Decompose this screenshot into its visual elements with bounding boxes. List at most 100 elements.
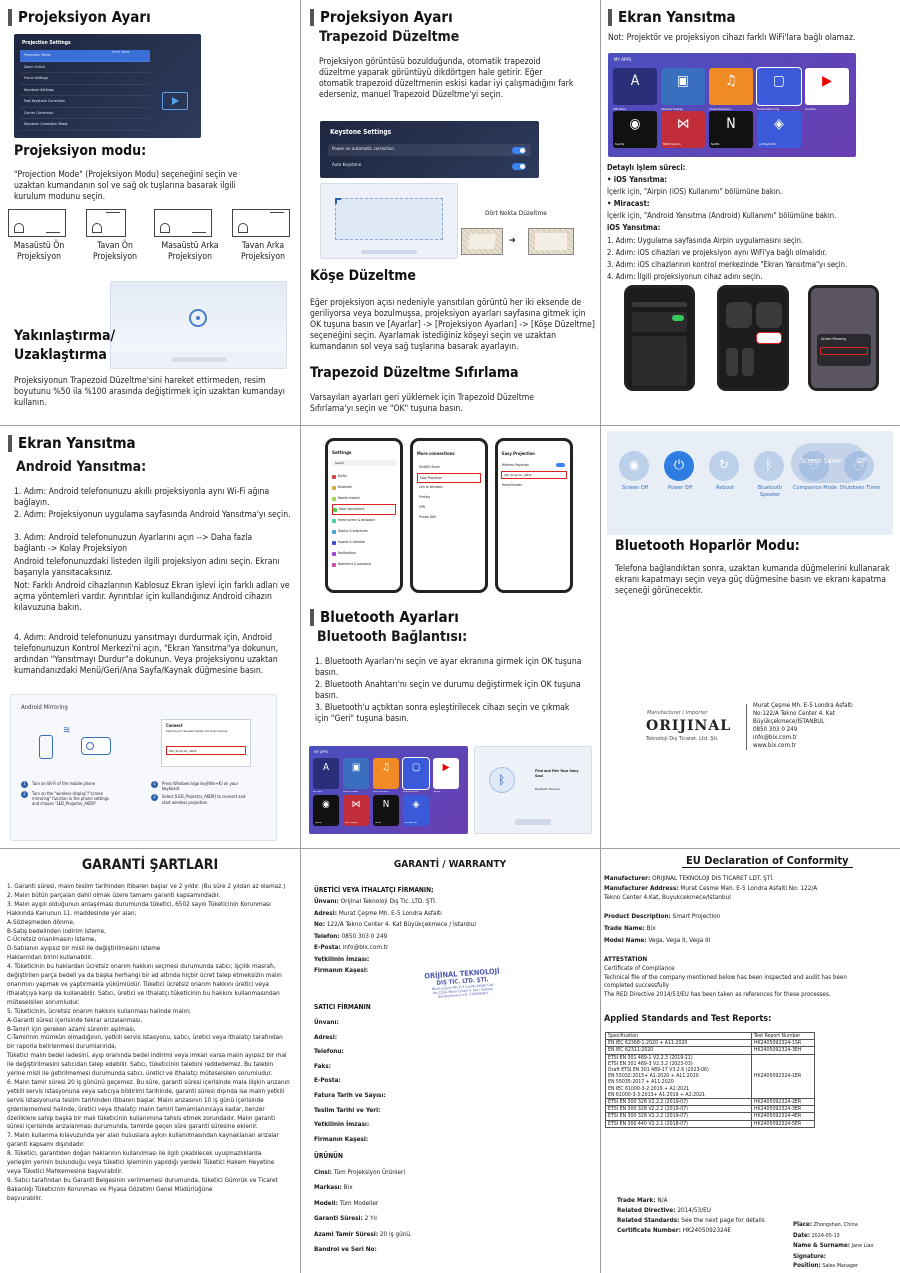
manufacturer-info: Manufacturer: ORIJINAL TEKNOLOJI DIS TIC…: [604, 874, 818, 901]
phone-list-item[interactable]: HUAWEI Share: [419, 465, 440, 469]
menu-item[interactable]: Zoom In/Out: [20, 62, 150, 73]
power-menu-button[interactable]: ◷Shutdown Timer: [839, 447, 881, 527]
menu-item[interactable]: Fast Keystone Correction: [20, 96, 150, 108]
product-info: Product Description: Smart Projection Tr…: [604, 912, 721, 944]
address-line: www.bix.com.tr: [753, 742, 797, 750]
app-tile[interactable]: ⋈NPR Projector: [343, 795, 369, 826]
app-icon: ◈: [774, 116, 784, 133]
app-tile[interactable]: ◈AirPlayDLNA: [757, 111, 801, 148]
mode-option: Tavan Ön Projeksiyon: [84, 209, 154, 275]
address-line: Murat Çeşme Mh. E-5 Londra Asfaltı: [753, 702, 853, 709]
report-cell: HK2405092324-5ER: [751, 1119, 815, 1128]
warranty-line: 7. Malın kullanma kılavuzunda yer alan h…: [7, 1131, 279, 1140]
mode-label: Masaüstü Ön Projeksiyon: [13, 241, 65, 262]
bluetooth-step: 2. Bluetooth Anahtarı'nı seçin ve durumu…: [315, 680, 581, 701]
app-label: Wireless Display: [661, 107, 684, 111]
app-icon: ◈: [412, 799, 420, 811]
phone-list-item[interactable]: Mobile network: [332, 493, 396, 504]
form-row: Teslim Tarihi ve Yeri:: [314, 1105, 381, 1114]
mode-option: Masaüstü Ön Projeksiyon: [8, 209, 78, 275]
app-tile[interactable]: ▶YouTube: [433, 758, 459, 793]
diagram-step: Turn on Wi-Fi of the mobile phone: [32, 781, 96, 786]
form-row: Yetkilinin İmzası:: [314, 1120, 370, 1129]
phone-list-item[interactable]: Link to Windows: [419, 485, 443, 489]
app-tile[interactable]: ▣Wireless Display: [343, 758, 369, 793]
app-tile[interactable]: ◈AirPlayDLNA: [403, 795, 429, 826]
menu-item[interactable]: Keystone Correction Reset: [20, 119, 150, 131]
power-menu-button[interactable]: ↻Reboot: [705, 447, 745, 527]
menu-item[interactable]: Keystone Settings: [20, 85, 150, 96]
app-tile[interactable]: ♫Smart Projection: [709, 68, 753, 111]
product-heading: ÜRÜNÜN: [314, 1152, 343, 1160]
phone-list-item[interactable]: Private DNS: [419, 515, 437, 519]
app-tile[interactable]: ▶YouTube: [805, 68, 849, 111]
phone-list-item[interactable]: Notifications: [332, 548, 396, 559]
toggle-switch[interactable]: [512, 147, 526, 154]
android-note: Not: Farklı Android cihazlarının Kablosu…: [14, 581, 290, 613]
phone-list-item[interactable]: Home screen & wallpaper: [332, 515, 396, 526]
phone-list-item[interactable]: WLAN: [332, 471, 396, 482]
warranty-line: 3. Malın ayıplı olduğunun anlaşılması du…: [7, 899, 271, 908]
phone-list-item[interactable]: Biometrics & password: [332, 559, 396, 570]
power-menu-button[interactable]: ⏻Power Off: [660, 447, 700, 527]
app-tile[interactable]: ⋈NPR Projector: [661, 111, 705, 148]
setting-icon: [332, 496, 336, 501]
app-tile[interactable]: ◉Spotify: [613, 111, 657, 148]
app-tile[interactable]: ▢Screen Mirroring: [756, 67, 802, 111]
bluetooth-step: 1. Bluetooth Ayarları'nı seçin ve ayar e…: [315, 657, 582, 678]
spec-cell: EN IEC 62311:2020: [605, 1046, 752, 1055]
android-step3: 3. Adım: Android telefonunuzun Ayarların…: [14, 533, 253, 554]
phone-list-item[interactable]: VPN: [419, 505, 425, 509]
app-label: YouTube: [805, 107, 816, 111]
android-mirroring-diagram: Android Mirroring ≋ Connect Searching fo…: [10, 694, 277, 841]
warranty-line: başvurabilir.: [7, 1193, 43, 1202]
warranty-line: garanti kapsamı dışındadır.: [7, 1140, 85, 1149]
warranty-line: C-Ücretsiz onarılmasını isteme,: [7, 935, 97, 944]
setting-icon: [333, 507, 337, 512]
menu-item[interactable]: Corner Correction: [20, 108, 150, 119]
section-title: Projeksiyon Ayarı: [310, 9, 453, 26]
panel-warranty-form: GARANTİ / WARRANTY ÜRETİCİ VEYA İTHALATÇ…: [300, 849, 600, 1273]
app-icon: ♫: [382, 762, 390, 774]
phone-list-item[interactable]: Bluetooth: [332, 482, 396, 493]
warranty-line: B-Tamiri için gereken azami sürenin aşıl…: [7, 1024, 136, 1033]
power-menu-button[interactable]: ⚇Companion Mode: [793, 447, 837, 527]
phone-list-item[interactable]: More connections: [332, 504, 396, 515]
toggle-switch[interactable]: [512, 163, 526, 170]
mode-label: Masaüstü Arka Projeksiyon: [161, 241, 219, 262]
app-tile[interactable]: ◉Spotify: [313, 795, 339, 826]
speaker-text: Telefona bağlandıktan sonra, uzaktan kum…: [615, 564, 890, 596]
menu-item[interactable]: Projection Mode: [20, 50, 150, 62]
phone-list-item[interactable]: Sounds & vibration: [332, 537, 396, 548]
phone-list-item[interactable]: Display & brightness: [332, 526, 396, 537]
app-tile[interactable]: ♫Smart Projection: [373, 758, 399, 793]
power-option-icon: ᛒ: [754, 451, 784, 481]
phone-list-item[interactable]: Printing: [419, 495, 431, 499]
warranty-line: Bakanlığı Tüketicinin Korunması ve Piyas…: [7, 1184, 213, 1193]
power-option-label: Shutdown Timer: [839, 485, 881, 491]
phone-title: Settings: [332, 451, 352, 456]
warranty-line: Tüketici malın bedel iadesini, ayıp oran…: [7, 1051, 287, 1060]
bluetooth-steps: 1. Bluetooth Ayarları'nı seçin ve ayar e…: [315, 657, 585, 726]
ios-step: 3. Adım: iOS cihazlarının kontrol merkez…: [607, 260, 848, 269]
warranty-line: D-Satılanın ayıpsız bir misli ile değişt…: [7, 944, 161, 953]
menu-item[interactable]: Focus Settings: [20, 73, 150, 85]
app-tile[interactable]: ▢Screen Mirroring: [402, 757, 430, 793]
ios-heading: iOS Yansıtma:: [607, 223, 661, 232]
power-option-label: Companion Mode: [793, 485, 837, 491]
ios-phone-control-center: [717, 285, 789, 391]
divider: [0, 425, 900, 426]
warranty-title: GARANTİ ŞARTLARI: [81, 857, 219, 873]
power-menu-button[interactable]: ◉Screen Off: [615, 447, 655, 527]
app-tile[interactable]: ▣Wireless Display: [661, 68, 705, 111]
phone-list-item[interactable]: Easy Projection: [417, 473, 481, 483]
warranty-line: 4. Tüketicinin bu haklardan ücretsiz ona…: [7, 962, 276, 971]
